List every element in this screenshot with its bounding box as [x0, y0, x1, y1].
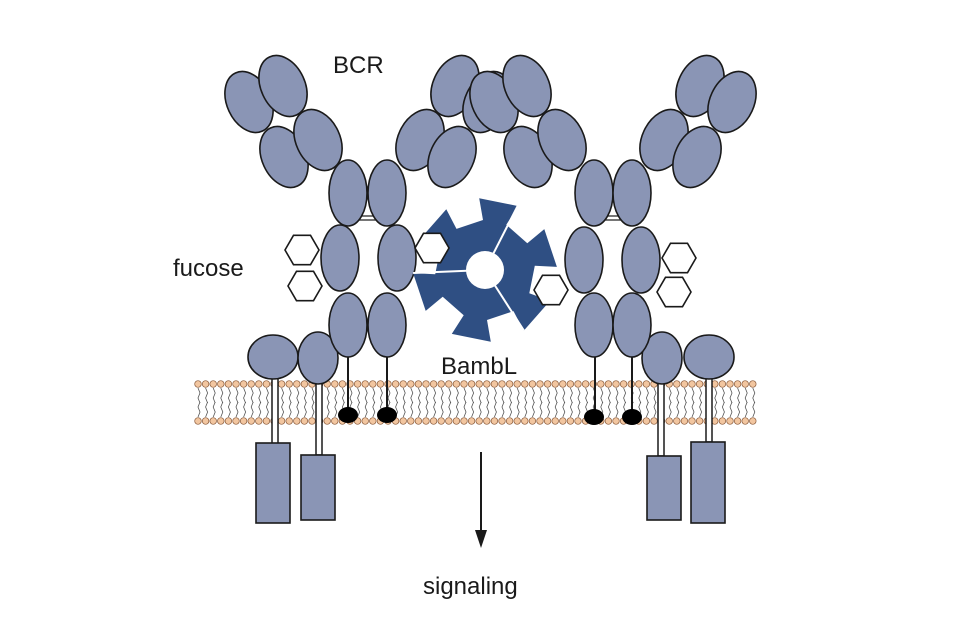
fab-domain	[427, 125, 477, 189]
fucose-hexagon	[661, 242, 697, 274]
membrane-anchor	[377, 407, 397, 423]
coreceptor-left-inner	[297, 331, 339, 521]
coreceptor-domain	[641, 331, 683, 385]
fucose-hexagon	[287, 270, 323, 302]
coreceptor-right-outer	[683, 334, 735, 524]
signaling-arrow	[475, 452, 487, 548]
coreceptor-domain	[683, 334, 735, 380]
heavy-chain-domain	[320, 224, 360, 292]
heavy-chain-domain	[612, 292, 652, 358]
fucose-hexagon	[656, 276, 692, 308]
fab-domain	[537, 108, 587, 172]
bambl-label: BambL	[441, 353, 517, 380]
membrane-anchor	[584, 409, 604, 425]
fab-domain	[258, 54, 308, 118]
fucose-residues	[284, 232, 697, 308]
bambl-lectin	[413, 198, 557, 342]
fucose-hexagon	[284, 234, 320, 266]
membrane-anchor	[338, 407, 358, 423]
heavy-chain-domain	[367, 292, 407, 358]
signaling-label: signaling	[423, 573, 518, 600]
fab-domain	[707, 70, 757, 134]
heavy-chain-domain	[564, 226, 604, 294]
membrane-anchor	[622, 409, 642, 425]
fab-domain	[502, 54, 552, 118]
fucose-hexagon	[533, 274, 569, 306]
fab-domain	[293, 108, 343, 172]
fab-domain	[672, 125, 722, 189]
lectin-center-hole	[466, 251, 504, 289]
heavy-chain-domain	[367, 159, 407, 227]
coreceptor-right-inner	[641, 331, 683, 521]
heavy-chain-domain	[328, 292, 368, 358]
coreceptor-domain	[297, 331, 339, 385]
heavy-chain-domain	[328, 159, 368, 227]
heavy-chain-domain	[621, 226, 661, 294]
heavy-chain-domain	[574, 292, 614, 358]
fucose-label: fucose	[173, 255, 244, 282]
cytoplasmic-domain	[300, 454, 336, 521]
heavy-chain-domain	[612, 159, 652, 227]
cytoplasmic-domain	[646, 455, 682, 521]
bcr-label: BCR	[333, 52, 384, 79]
bcr-right	[469, 54, 757, 425]
coreceptor-left-outer	[247, 334, 299, 524]
cytoplasmic-domain	[255, 442, 291, 524]
heavy-chain-domain	[377, 224, 417, 292]
coreceptor-domain	[247, 334, 299, 380]
heavy-chain-domain	[574, 159, 614, 227]
lipid-bilayer-membrane	[194, 380, 757, 425]
fucose-hexagon	[414, 232, 450, 264]
cytoplasmic-domain	[690, 441, 726, 524]
